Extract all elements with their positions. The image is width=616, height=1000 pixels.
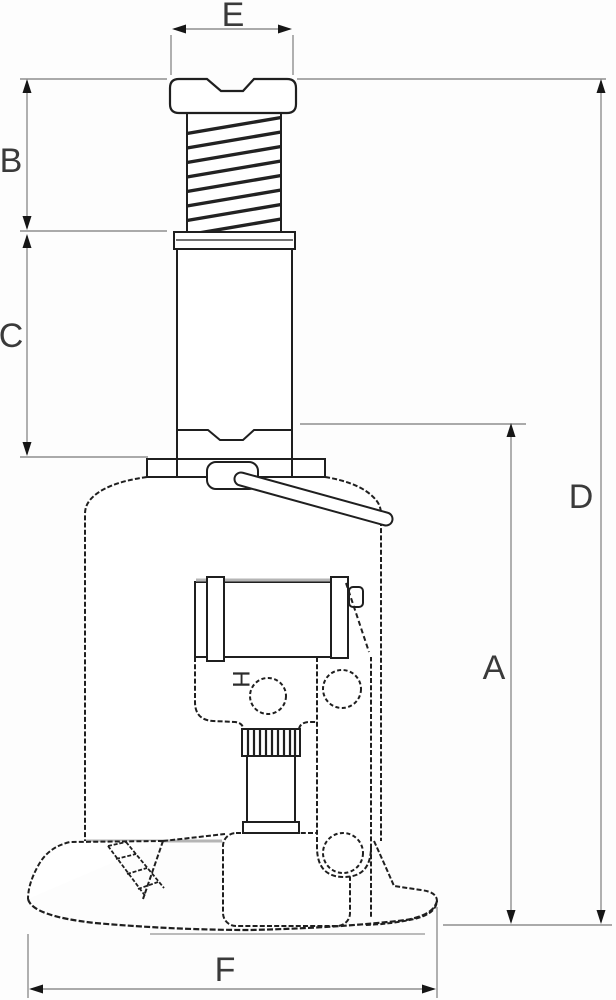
dim-label-b: B bbox=[0, 142, 23, 180]
dim-label-h: H bbox=[227, 670, 254, 688]
dimension-arrowheads bbox=[22, 24, 606, 994]
dim-label-c: C bbox=[0, 317, 24, 355]
ram-piston bbox=[146, 231, 326, 478]
saddle bbox=[168, 77, 298, 115]
pump-assembly bbox=[194, 576, 372, 917]
extension-screw bbox=[186, 112, 282, 233]
release-valve-knob bbox=[241, 728, 301, 834]
dim-label-a: A bbox=[482, 649, 506, 687]
dim-label-d: D bbox=[568, 478, 594, 516]
carry-handle bbox=[206, 461, 394, 527]
dimension-lines bbox=[20, 28, 612, 998]
base bbox=[26, 832, 439, 935]
dim-label-f: F bbox=[214, 951, 236, 989]
dim-label-e: E bbox=[221, 0, 245, 34]
base-rib-hatch bbox=[107, 841, 165, 898]
